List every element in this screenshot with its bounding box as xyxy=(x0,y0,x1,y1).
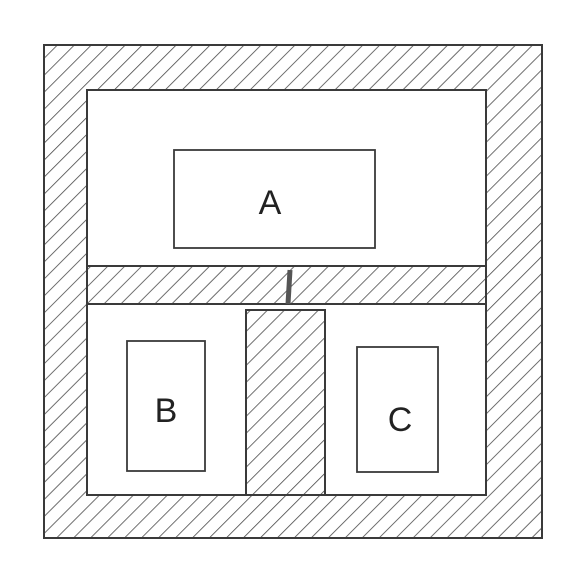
box-c-label: C xyxy=(388,401,413,439)
vertical-column xyxy=(245,309,326,496)
box-c: C xyxy=(356,346,439,473)
box-a-label: A xyxy=(259,184,282,222)
horizontal-partition xyxy=(86,265,487,305)
box-b-label: B xyxy=(155,392,178,430)
partition-joint xyxy=(285,269,293,305)
box-b: B xyxy=(126,340,206,472)
box-a: A xyxy=(173,149,376,249)
